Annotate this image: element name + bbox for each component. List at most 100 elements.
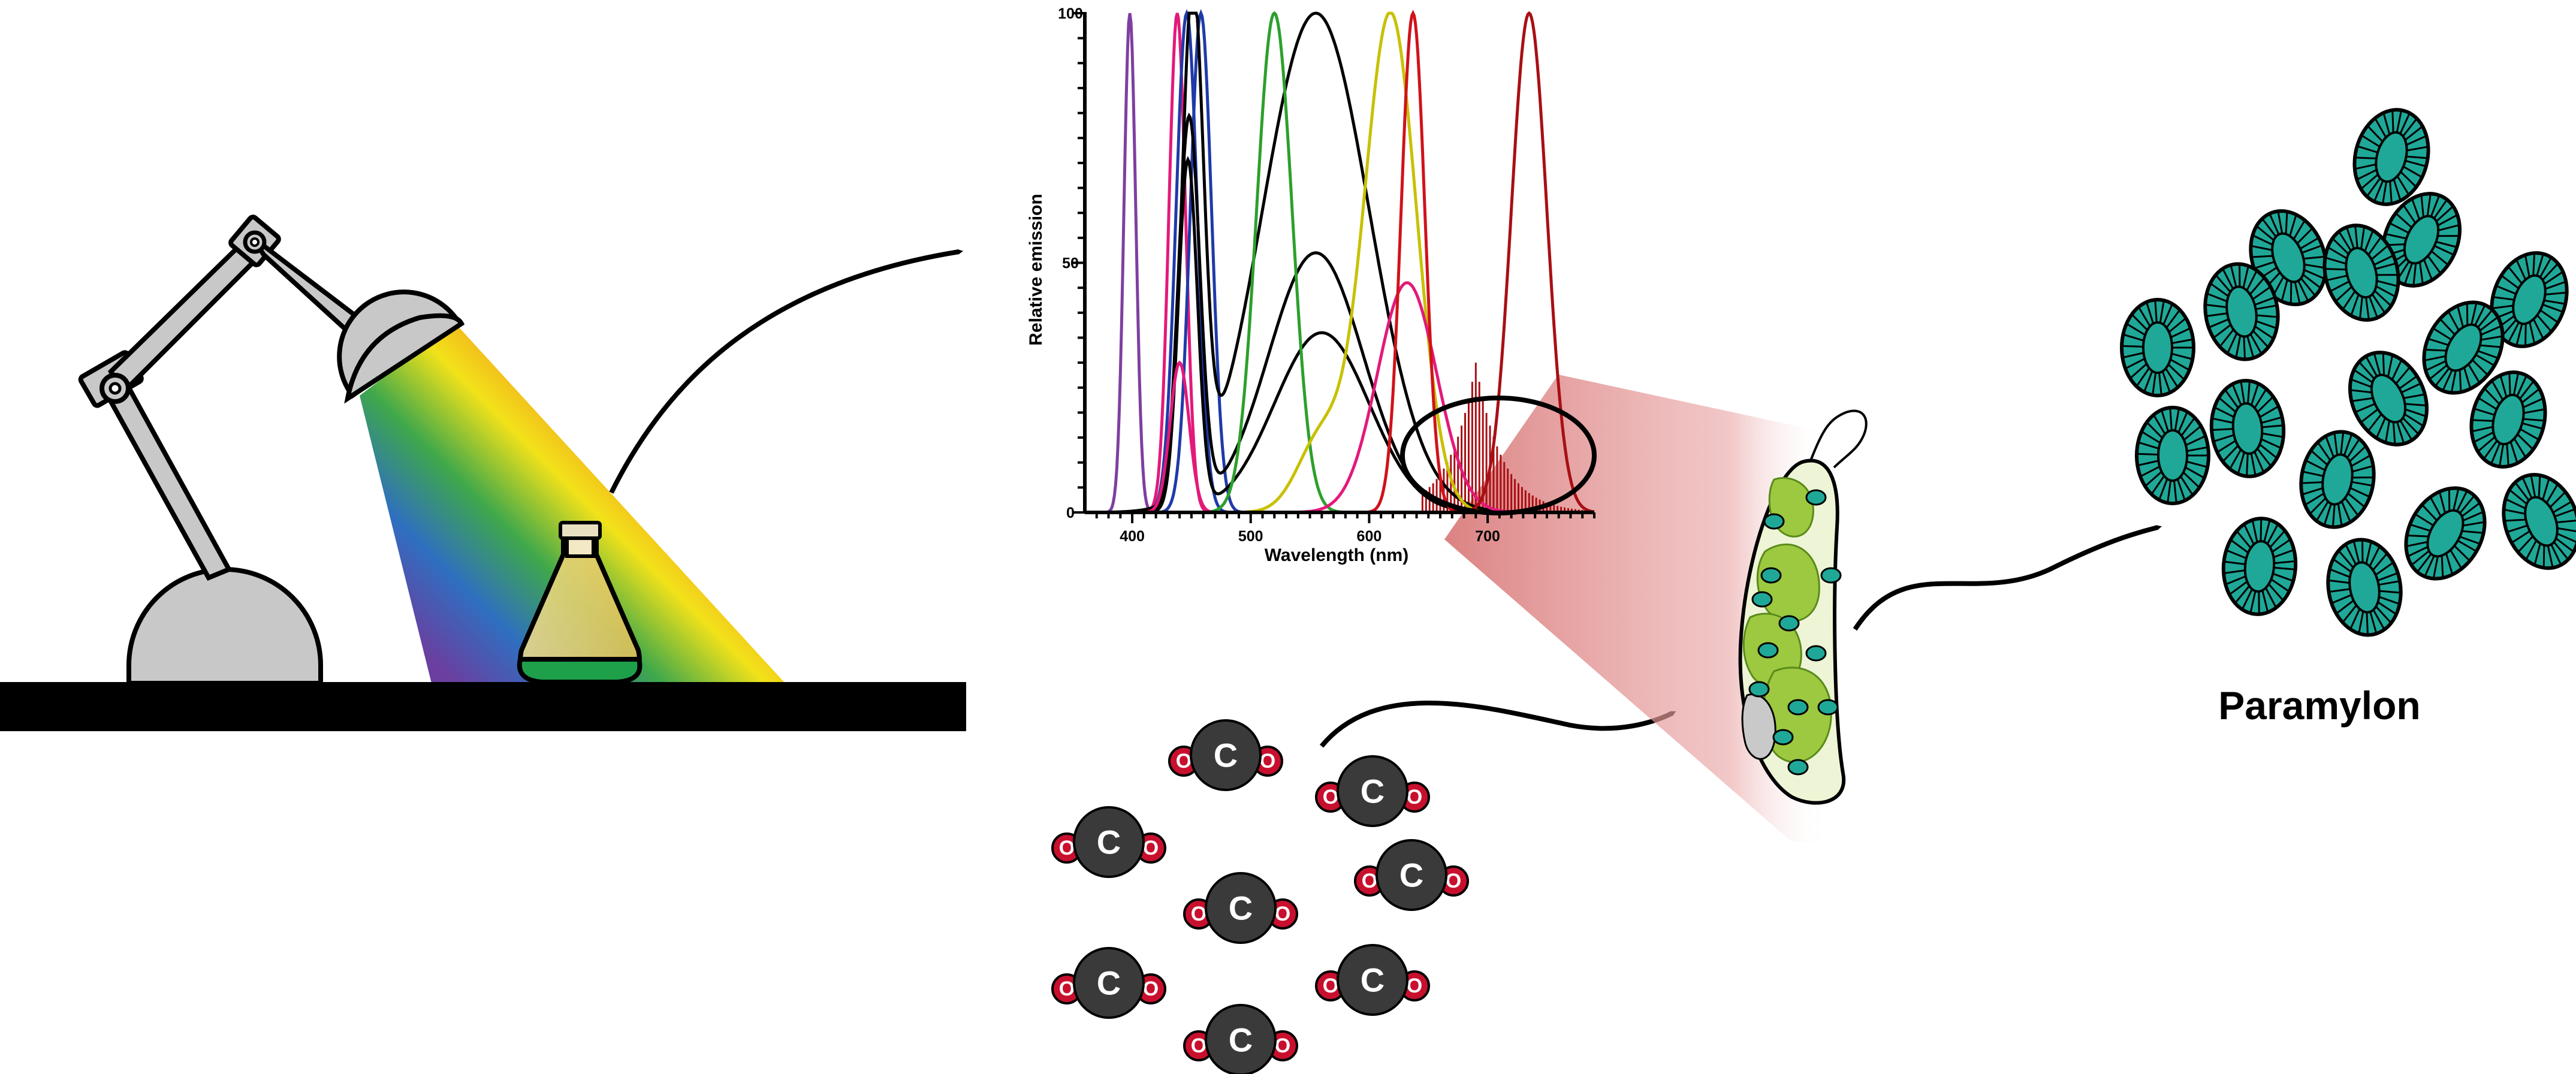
oxygen-symbol: O	[1407, 786, 1422, 808]
cell-granule	[1820, 567, 1842, 584]
cell-granule	[1817, 699, 1839, 716]
carbon-symbol: C	[1361, 773, 1384, 810]
flask-icon	[517, 521, 643, 684]
oxygen-symbol: O	[1407, 975, 1422, 997]
lamp-base	[126, 567, 323, 686]
cell-granule	[1757, 642, 1779, 659]
x-tick-label: 700	[1475, 528, 1500, 545]
light-beam	[360, 324, 785, 683]
cell-granule	[1751, 591, 1773, 608]
flask-culture-medium	[517, 657, 643, 684]
co2-molecule-icon: O OC	[1168, 719, 1283, 791]
desk-lamp-icon	[78, 215, 785, 686]
cell-granule	[1778, 615, 1800, 632]
cell-granule	[1748, 681, 1770, 698]
x-tick-label: 600	[1357, 528, 1382, 545]
cell-paramylon-granules	[1748, 489, 1842, 776]
cell-granule	[1760, 567, 1782, 584]
paramylon-granule-icon	[2348, 351, 2429, 447]
carbon-symbol: C	[1361, 961, 1384, 999]
paramylon-granule-icon	[2135, 406, 2210, 505]
carbon-symbol: C	[1229, 889, 1253, 927]
oxygen-symbol: O	[1275, 1034, 1290, 1057]
lamp-lower-arm	[101, 379, 233, 581]
oxygen-symbol: O	[1143, 837, 1159, 859]
carbon-symbol: C	[1097, 823, 1121, 861]
paramylon-granule-icon	[2322, 224, 2400, 322]
carbon-atom	[1190, 719, 1262, 791]
arrow-cell-to-paramylon	[1853, 525, 2162, 631]
carbon-symbol: C	[1097, 964, 1121, 1002]
oxygen-symbol: O	[1323, 786, 1338, 808]
oxygen-symbol: O	[1362, 870, 1377, 892]
cell-granule	[1787, 759, 1809, 776]
lamp-upper-arm	[107, 231, 267, 397]
cell-granule	[1763, 513, 1785, 530]
oxygen-symbol: O	[1176, 750, 1192, 773]
y-tick-label: 100	[1058, 5, 1083, 22]
oxygen-symbol: O	[1143, 978, 1159, 1000]
carbon-symbol: C	[1229, 1021, 1253, 1059]
highlight-ellipse	[1400, 396, 1597, 515]
paramylon-granule-icon	[2203, 262, 2280, 361]
carbon-atom	[1073, 806, 1145, 878]
oxygen-symbol: O	[1323, 975, 1338, 997]
emission-spectrum-chart: 0 50 100 400 500 600 700 Relative emission Wav…	[1026, 5, 1597, 565]
paramylon-granule-icon	[2120, 298, 2195, 397]
cell-granule	[1805, 645, 1827, 662]
carbon-atom	[1337, 944, 1408, 1016]
cell-granule	[1787, 699, 1809, 716]
co2-molecule-icon: O OC	[1183, 1004, 1298, 1074]
paramylon-granule-icon	[2469, 370, 2547, 469]
paramylon-granule-icon	[2352, 108, 2430, 206]
y-tick-label: 50	[1062, 255, 1079, 272]
cell-granule	[1772, 729, 1794, 746]
carbon-atom	[1376, 839, 1447, 911]
oxygen-symbol: O	[1191, 903, 1206, 925]
paramylon-granules	[2120, 108, 2576, 637]
paramylon-granule-icon	[2249, 209, 2328, 306]
paramylon-label: Paramylon	[2218, 683, 2420, 728]
paramylon-granule-icon	[2209, 379, 2286, 478]
carbon-atom	[1205, 1004, 1277, 1074]
x-axis-label: Wavelength (nm)	[1265, 545, 1409, 565]
carbon-atom	[1337, 755, 1408, 827]
arrow-lamp-to-spectrum	[609, 249, 964, 494]
oxygen-symbol: O	[1260, 750, 1275, 773]
red-wavelength-beam	[1444, 375, 1828, 842]
paramylon-granule-icon	[2221, 517, 2298, 616]
paramylon-granule-icon	[2326, 538, 2403, 637]
paramylon-granule-icon	[2422, 300, 2505, 395]
oxygen-symbol: O	[1275, 903, 1290, 925]
paramylon-granule-icon	[2490, 251, 2569, 348]
x-tick-label: 400	[1120, 528, 1145, 545]
x-tick-label: 500	[1238, 528, 1263, 545]
oxygen-symbol: O	[1446, 870, 1461, 892]
euglena-cell-icon	[1738, 409, 1868, 805]
oxygen-symbol: O	[1191, 1034, 1206, 1057]
paramylon-granule-icon	[2502, 473, 2576, 570]
arrow-co2-to-cell	[1319, 701, 1676, 748]
carbon-atom	[1205, 872, 1277, 944]
flask-stopper	[559, 521, 602, 540]
carbon-symbol: C	[1399, 856, 1423, 894]
carbon-atom	[1073, 947, 1145, 1019]
paramylon-granule-icon	[2299, 430, 2376, 529]
y-tick-label: 0	[1066, 505, 1075, 521]
carbon-symbol: C	[1214, 737, 1238, 774]
paramylon-granule-icon	[2381, 192, 2462, 288]
cell-flagellum	[1808, 409, 1868, 469]
co2-molecule-icon: O OC	[1051, 806, 1166, 878]
table-surface	[0, 682, 966, 731]
paramylon-granule-icon	[2404, 486, 2487, 581]
cell-granule	[1805, 489, 1827, 506]
oxygen-symbol: O	[1059, 837, 1075, 859]
y-axis-label: Relative emission	[1026, 194, 1046, 345]
